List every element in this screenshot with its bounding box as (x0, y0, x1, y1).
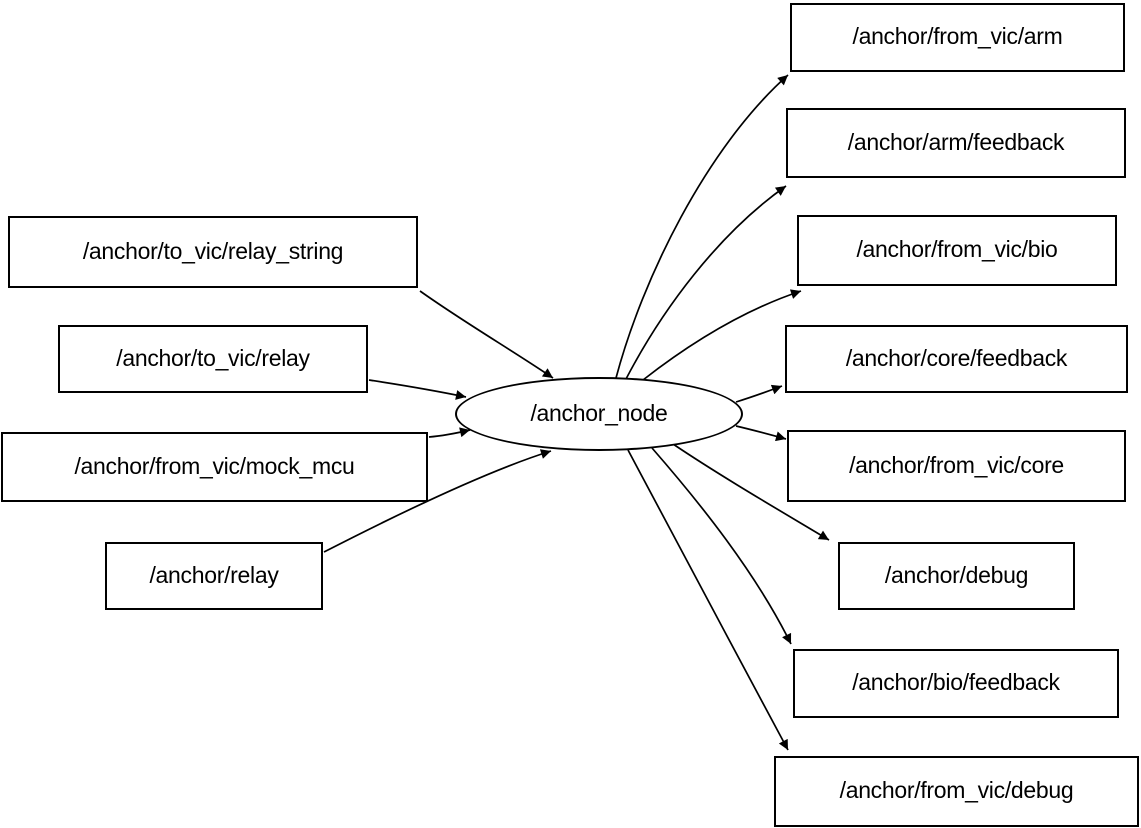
node-label: /anchor/from_vic/core (849, 451, 1064, 478)
graph-topic-bio_feedback: /anchor/bio/feedback (793, 649, 1119, 718)
node-label: /anchor/from_vic/bio (856, 236, 1058, 262)
node-label: /anchor/bio/feedback (852, 669, 1060, 695)
graph-topic-from_vic_arm: /anchor/from_vic/arm (790, 3, 1125, 72)
edge-anchor_node-to-from_vic_debug (627, 449, 789, 751)
graph-topic-from_vic_bio: /anchor/from_vic/bio (797, 215, 1117, 286)
edge-anchor_node-to-from_vic_bio (642, 289, 802, 381)
graph-topic-from_vic_mock_mcu: /anchor/from_vic/mock_mcu (1, 432, 428, 502)
graph-topic-relay: /anchor/relay (105, 542, 323, 610)
node-label: /anchor/arm/feedback (847, 128, 1065, 155)
graph-topic-to_vic_relay_string: /anchor/to_vic/relay_string (8, 216, 418, 288)
edge-anchor_node-to-from_vic_core (735, 425, 787, 442)
node-label: /anchor/core/feedback (845, 344, 1068, 371)
graph-node-anchor_node: /anchor_node (455, 377, 743, 451)
node-label: /anchor_node (530, 399, 668, 426)
edge-to_vic_relay-to-anchor_node (368, 379, 467, 400)
edge-anchor_node-to-bio_feedback (651, 447, 792, 645)
node-label: /anchor/to_vic/relay (116, 344, 310, 371)
edge-anchor_node-to-from_vic_arm (615, 74, 789, 379)
edge-relay-to-anchor_node (323, 449, 552, 553)
edge-anchor_node-to-arm_feedback (625, 185, 787, 380)
node-label: /anchor/from_vic/debug (839, 777, 1074, 803)
node-label: /anchor/from_vic/mock_mcu (74, 452, 355, 479)
graph-topic-debug: /anchor/debug (838, 542, 1075, 610)
graph-topic-to_vic_relay: /anchor/to_vic/relay (58, 325, 368, 393)
node-label: /anchor/debug (884, 561, 1029, 588)
node-label: /anchor/from_vic/arm (852, 23, 1063, 49)
graph-topic-from_vic_core: /anchor/from_vic/core (787, 430, 1126, 502)
edge-from_vic_mock_mcu-to-anchor_node (428, 427, 471, 438)
edge-anchor_node-to-debug (672, 443, 830, 541)
graph-topic-from_vic_debug: /anchor/from_vic/debug (774, 756, 1139, 827)
edge-anchor_node-to-core_feedback (735, 384, 783, 403)
graph-topic-core_feedback: /anchor/core/feedback (785, 325, 1128, 393)
edge-to_vic_relay_string-to-anchor_node (419, 290, 554, 379)
node-label: /anchor/to_vic/relay_string (82, 237, 344, 264)
node-label: /anchor/relay (149, 561, 279, 588)
graph-topic-arm_feedback: /anchor/arm/feedback (786, 108, 1126, 178)
